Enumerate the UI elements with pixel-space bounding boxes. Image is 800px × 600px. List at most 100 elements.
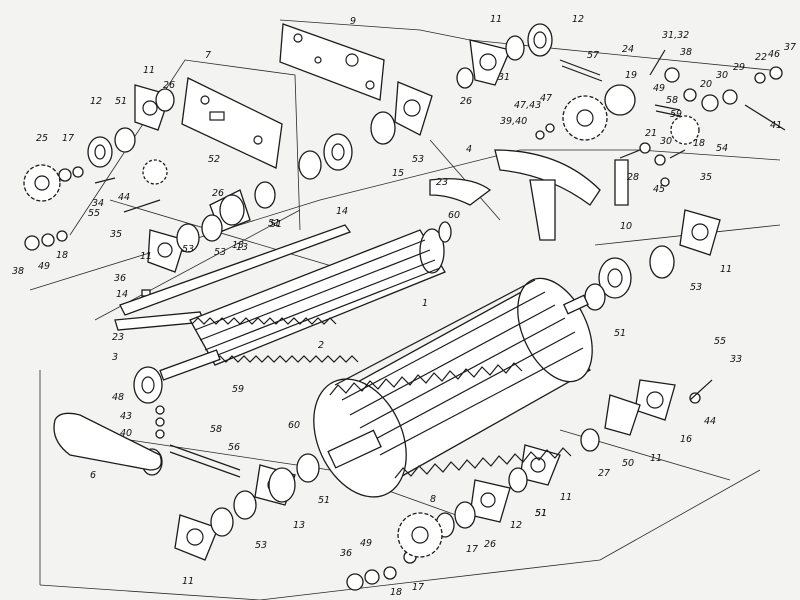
part-label: 40 xyxy=(120,428,132,439)
part-label: 48 xyxy=(112,392,124,403)
part-label: 9 xyxy=(350,16,356,27)
part-label: 39,40 xyxy=(500,116,527,127)
part-label: 45 xyxy=(653,184,665,195)
mounting-plate-7 xyxy=(181,77,283,169)
roller-2 xyxy=(159,221,452,381)
part-label: 13 xyxy=(236,242,248,253)
part-label: 18 xyxy=(56,250,68,261)
part-label: 13 xyxy=(232,240,244,251)
part-label: 51 xyxy=(268,218,280,229)
part-label: 44 xyxy=(704,416,716,427)
part-label: 51 xyxy=(614,328,626,339)
part-label: 19 xyxy=(625,70,637,81)
part-label: 12 xyxy=(90,96,102,107)
part-number-labels: 9 11 12 31,32 38 46 37 7 11 26 57 24 19 … xyxy=(12,14,796,598)
part-label: 17 xyxy=(62,133,74,144)
part-label: 56 xyxy=(228,442,240,453)
part-label: 14 xyxy=(116,289,128,300)
part-label: 26 xyxy=(212,188,224,199)
part-label: 37 xyxy=(784,42,796,53)
part-label: 21 xyxy=(645,128,657,139)
part-label: 49 xyxy=(38,261,50,272)
part-label: 58 xyxy=(666,95,678,106)
part-label: 51 xyxy=(535,508,547,519)
part-label: 41 xyxy=(770,120,782,131)
part-label: 10 xyxy=(620,221,632,232)
part-label: 14 xyxy=(336,206,348,217)
part-label: 11 xyxy=(490,14,502,25)
part-label: 55 xyxy=(88,208,100,219)
part-label: 3 xyxy=(112,352,118,363)
part-label: 26 xyxy=(460,96,472,107)
part-label: 16 xyxy=(680,434,692,445)
strip-14 xyxy=(114,224,352,331)
part-label: 53 xyxy=(255,540,267,551)
part-label: 30 xyxy=(716,70,728,81)
part-label: 11 xyxy=(720,264,732,275)
part-label: 29 xyxy=(733,62,745,73)
part-label: 53 xyxy=(412,154,424,165)
part-label: 17 xyxy=(466,544,478,555)
part-label: 23 xyxy=(436,177,448,188)
part-label: 36 xyxy=(114,273,126,284)
part-label: 51 xyxy=(535,508,547,519)
part-label: 35 xyxy=(700,172,712,183)
part-label: 35 xyxy=(110,229,122,240)
part-label: 11 xyxy=(140,251,152,262)
part-label: 30 xyxy=(660,136,672,147)
washers-and-nuts xyxy=(24,66,783,591)
part-label: 7 xyxy=(205,50,211,61)
part-label: 49 xyxy=(653,83,665,94)
part-label: 2 xyxy=(318,340,324,351)
part-label: 60 xyxy=(448,210,460,221)
part-label: 11 xyxy=(182,576,194,587)
part-label: 59 xyxy=(232,384,244,395)
part-label: 31,32 xyxy=(662,30,689,41)
part-label: 11 xyxy=(560,492,572,503)
part-label: 11 xyxy=(143,65,155,76)
part-label: 51 xyxy=(318,495,330,506)
part-label: 25 xyxy=(36,133,48,144)
sprockets xyxy=(23,84,700,558)
part-label: 44 xyxy=(118,192,130,203)
part-label: 38 xyxy=(12,266,24,277)
part-label: 60 xyxy=(288,420,300,431)
part-label: 11 xyxy=(650,453,662,464)
part-label: 31 xyxy=(498,72,510,83)
part-label: 47 xyxy=(540,93,552,104)
part-label: 28 xyxy=(627,172,639,183)
part-label: 15 xyxy=(392,168,404,179)
main-drum-1 xyxy=(313,277,593,498)
part-label: 43 xyxy=(120,411,132,422)
part-label: 53 xyxy=(690,282,702,293)
part-label: 54 xyxy=(716,143,728,154)
part-label: 4 xyxy=(466,144,472,155)
part-label: 38 xyxy=(680,47,692,58)
part-label: 26 xyxy=(484,539,496,550)
part-label: 1 xyxy=(422,298,428,309)
part-label: 51 xyxy=(270,219,282,230)
part-label: 51 xyxy=(115,96,127,107)
part-label: 12 xyxy=(510,520,522,531)
part-label: 18 xyxy=(693,138,705,149)
part-label: 49 xyxy=(360,538,372,549)
triangular-flanges xyxy=(134,39,721,561)
part-label: 47,43 xyxy=(514,100,541,111)
part-label: 46 xyxy=(768,49,780,60)
part-label: 8 xyxy=(430,494,436,505)
part-label: 18 xyxy=(390,587,402,598)
part-label: 34 xyxy=(92,198,104,209)
part-label: 13 xyxy=(293,520,305,531)
mounting-plate-9 xyxy=(279,23,385,101)
brackets xyxy=(53,149,629,471)
part-label: 6 xyxy=(90,470,96,481)
part-label: 52 xyxy=(208,154,220,165)
part-label: 20 xyxy=(700,79,712,90)
part-label: 53 xyxy=(182,244,194,255)
part-label: 50 xyxy=(622,458,634,469)
part-label: 59 xyxy=(670,109,682,120)
part-label: 55 xyxy=(714,336,726,347)
part-label: 23 xyxy=(112,332,124,343)
